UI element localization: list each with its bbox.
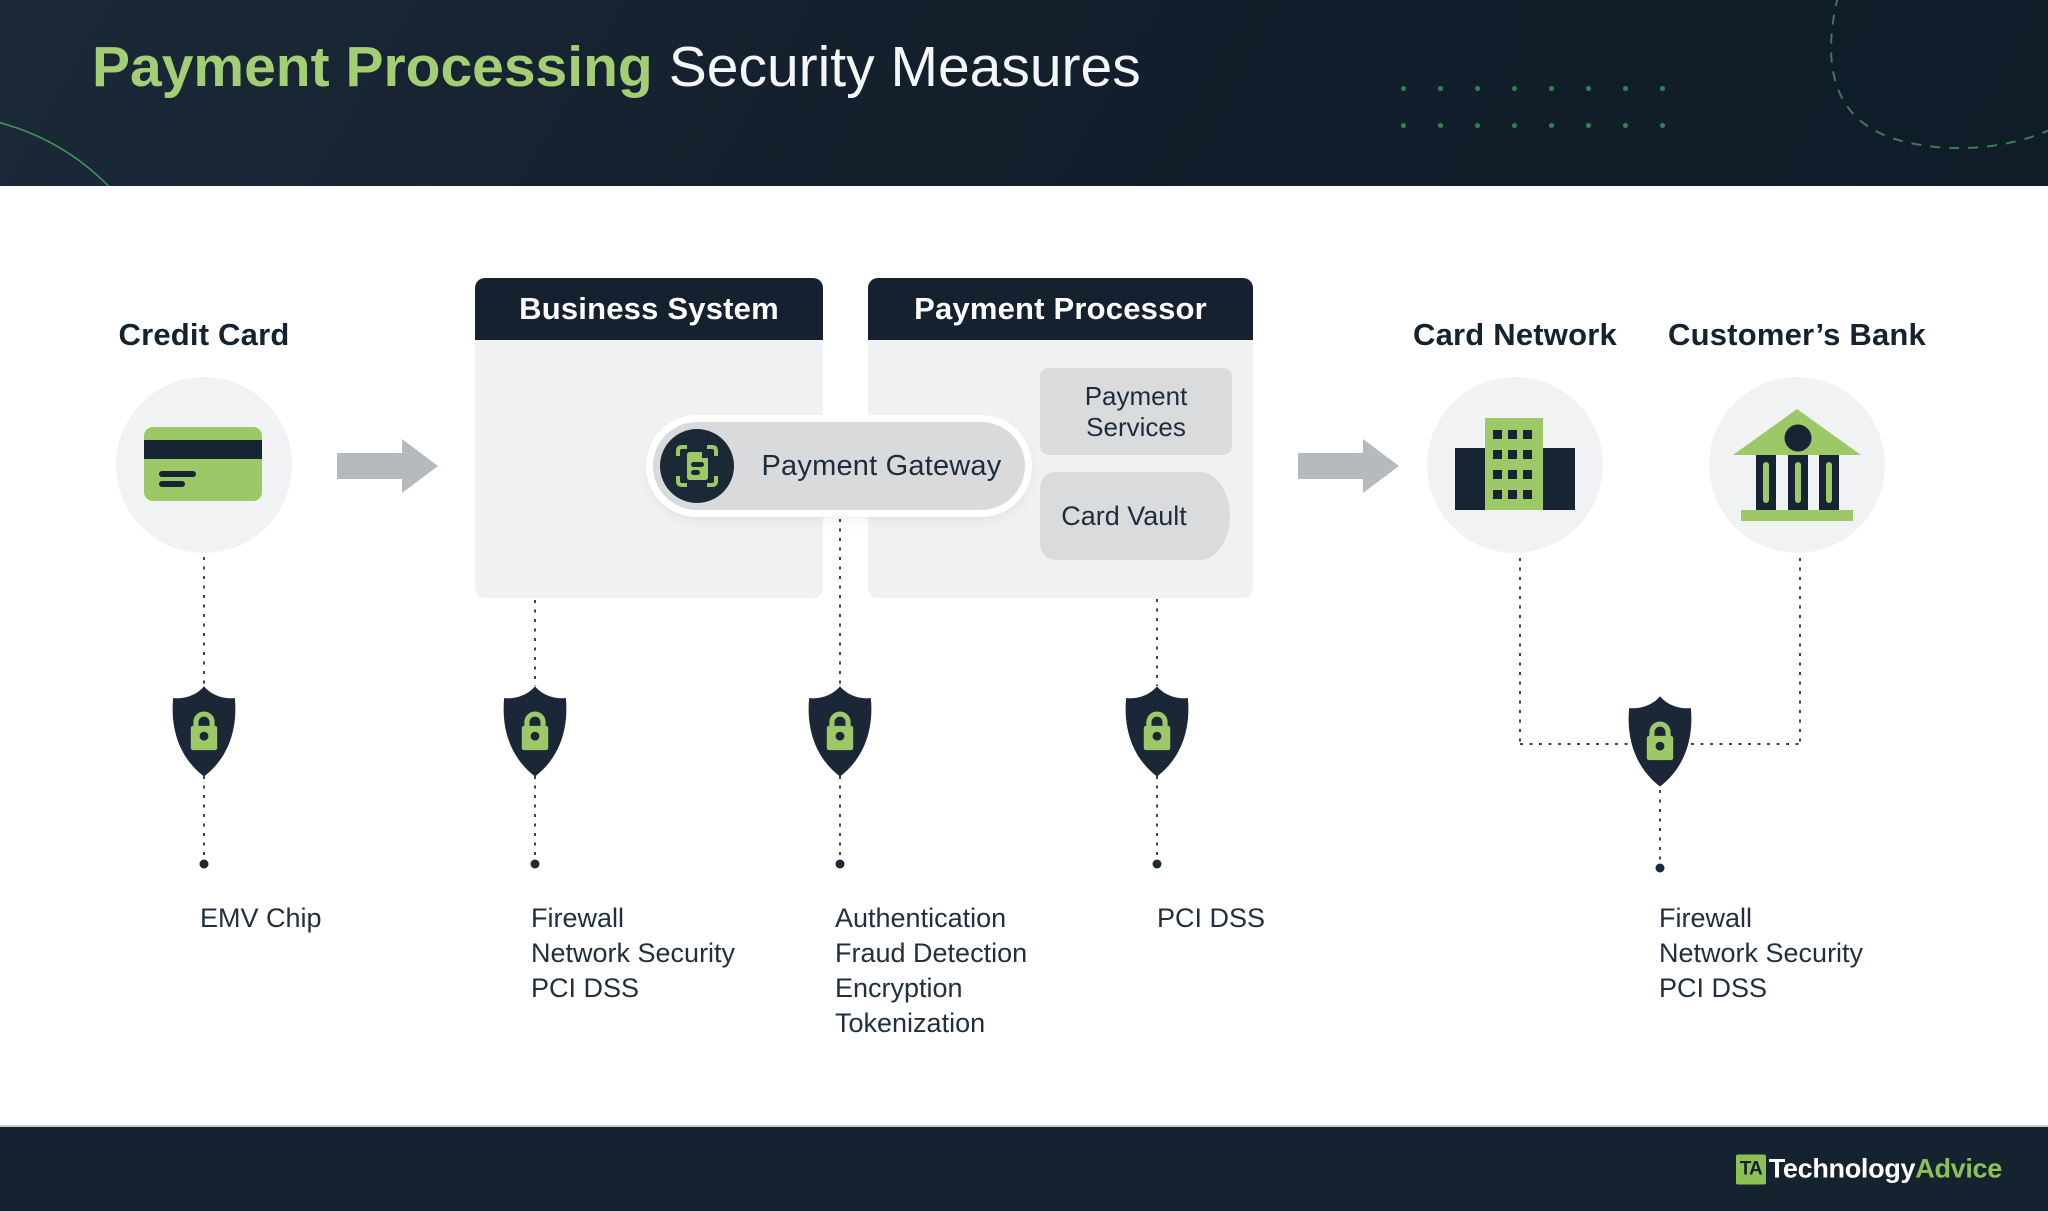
- brand-name-second: Advice: [1915, 1153, 2002, 1184]
- building-icon: [1455, 417, 1575, 510]
- header-decoration: [0, 0, 2048, 186]
- shield-lock-icon: [167, 684, 241, 778]
- card-network-node: [1427, 377, 1603, 553]
- security-label-line: Encryption: [835, 973, 963, 1003]
- security-label-line: PCI DSS: [531, 973, 640, 1003]
- shield-lock-icon: [498, 684, 572, 778]
- credit-card-title: Credit Card: [118, 317, 290, 352]
- shield-lock-icon: [803, 684, 877, 778]
- document-scan-icon: [676, 445, 718, 487]
- security-label-line: EMV Chip: [200, 903, 322, 933]
- security-label-line: Network Security: [1659, 938, 1864, 968]
- security-label-line: Firewall: [531, 903, 625, 933]
- security-label-line: Network Security: [531, 938, 736, 968]
- payment-gateway-icon-circle: [660, 429, 734, 503]
- security-label-business-system: Firewall Network Security PCI DSS: [531, 901, 735, 1006]
- payment-services-box: Payment Services: [1040, 368, 1232, 455]
- dashed-arc-decoration: [1830, 0, 2048, 150]
- payment-gateway-pill: Payment Gateway: [653, 422, 1025, 510]
- business-system-header: Business System: [475, 278, 823, 340]
- page-title-highlight: Payment Processing: [92, 35, 653, 99]
- credit-card-node: [116, 377, 292, 553]
- dot-grid-decoration: [1383, 68, 1691, 152]
- credit-card-icon: [144, 427, 262, 501]
- customers-bank-title: Customer’s Bank: [1668, 317, 1926, 352]
- security-label-line: Fraud Detection: [835, 938, 1028, 968]
- connector-end-dots: [199, 859, 1665, 873]
- card-network-title: Card Network: [1413, 317, 1617, 352]
- security-label-payment-gateway: Authentication Fraud Detection Encryptio…: [835, 901, 1027, 1041]
- brand-name-first: Technology: [1768, 1153, 1916, 1184]
- bank-icon: [1733, 409, 1861, 521]
- payment-processor-header: Payment Processor: [868, 278, 1253, 340]
- page-title-rest: Security Measures: [668, 35, 1141, 99]
- arrow-right-icon: [337, 439, 438, 493]
- card-vault-cylinder: Card Vault: [1040, 472, 1230, 560]
- security-label-credit-card: EMV Chip: [200, 901, 322, 936]
- security-label-line: Tokenization: [835, 1008, 986, 1038]
- security-label-line: Authentication: [835, 903, 1007, 933]
- security-label-network-bank: Firewall Network Security PCI DSS: [1659, 901, 1863, 1006]
- shield-lock-icon: [1120, 684, 1194, 778]
- security-label-line: Firewall: [1659, 903, 1753, 933]
- arrow-right-icon: [1298, 439, 1399, 493]
- customers-bank-node: [1709, 377, 1885, 553]
- security-label-payment-processor: PCI DSS: [1157, 901, 1265, 936]
- brand-logo-icon: TA: [1735, 1154, 1766, 1184]
- security-label-line: PCI DSS: [1659, 973, 1768, 1003]
- green-arc-decoration: [0, 122, 110, 186]
- security-label-line: PCI DSS: [1157, 903, 1266, 933]
- shield-lock-icon: [1623, 694, 1697, 788]
- payment-gateway-label: Payment Gateway: [761, 449, 1002, 482]
